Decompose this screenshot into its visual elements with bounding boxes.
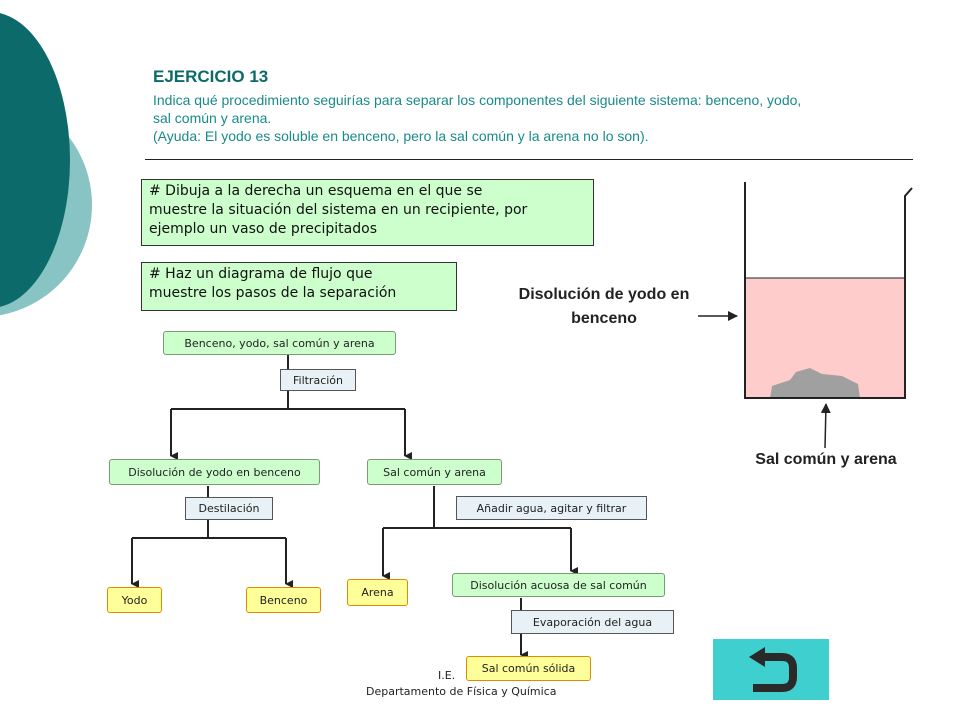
node-start-mixture: Benceno, yodo, sal común y arena: [163, 331, 396, 355]
sketch-instruction-note: # Dibuja a la derecha un esquema en el q…: [141, 179, 594, 246]
node-iodine-solution: Disolución de yodo en benceno: [109, 459, 320, 485]
exercise-title: EJERCICIO 13: [153, 67, 269, 86]
node-solid-salt: Sal común sólida: [466, 656, 591, 681]
statement-line-3: (Ayuda: El yodo es soluble en benceno, p…: [153, 128, 649, 144]
sketch-instruction-line-1: # Dibuja a la derecha un esquema en el q…: [149, 183, 483, 199]
liquid-label-line-1: Disolución de yodo en: [518, 286, 690, 303]
beaker-drawing: [698, 182, 913, 449]
flow-instruction-line-2: muestre los pasos de la separación: [149, 285, 397, 301]
statement-line-1: Indica qué procedimiento seguirías para …: [153, 92, 802, 108]
footer-department: Departamento de Física y Química: [366, 685, 557, 698]
footer-school: I.E.: [438, 669, 456, 682]
step-evaporation: Evaporación del agua: [511, 610, 674, 634]
back-button[interactable]: [713, 639, 829, 700]
step-distillation: Destilación: [185, 497, 273, 520]
flow-instruction-line-1: # Haz un diagrama de flujo que: [149, 266, 373, 282]
node-salt-sand: Sal común y arena: [367, 459, 502, 485]
liquid-label-line-2: benceno: [571, 310, 637, 327]
divider-line: [145, 159, 913, 160]
beaker-outline: [744, 182, 913, 399]
sketch-instruction-line-3: ejemplo un vaso de precipitados: [149, 221, 377, 237]
statement-line-2: sal común y arena.: [153, 110, 272, 126]
sketch-instruction-line-2: muestre la situación del sistema en un r…: [149, 202, 528, 218]
dark-teal-ellipse: [0, 13, 70, 307]
step-filtration: Filtración: [280, 369, 356, 391]
exercise-statement: Indica qué procedimiento seguirías para …: [153, 91, 913, 145]
solid-label: Sal común y arena: [755, 451, 897, 468]
step-add-water: Añadir agua, agitar y filtrar: [456, 496, 647, 520]
node-sand: Arena: [347, 579, 408, 606]
node-iodine: Yodo: [107, 587, 162, 613]
liquid-label: Disolución de yodo en benceno: [494, 283, 714, 331]
return-arrow-icon: [749, 647, 797, 692]
arrow-to-solid: [820, 403, 831, 449]
beaker-solid-deposit: [770, 368, 860, 398]
flow-instruction-note: # Haz un diagrama de flujo que muestre l…: [141, 262, 457, 311]
node-salt-solution: Disolución acuosa de sal común: [452, 573, 665, 597]
node-benzene: Benceno: [246, 587, 321, 613]
